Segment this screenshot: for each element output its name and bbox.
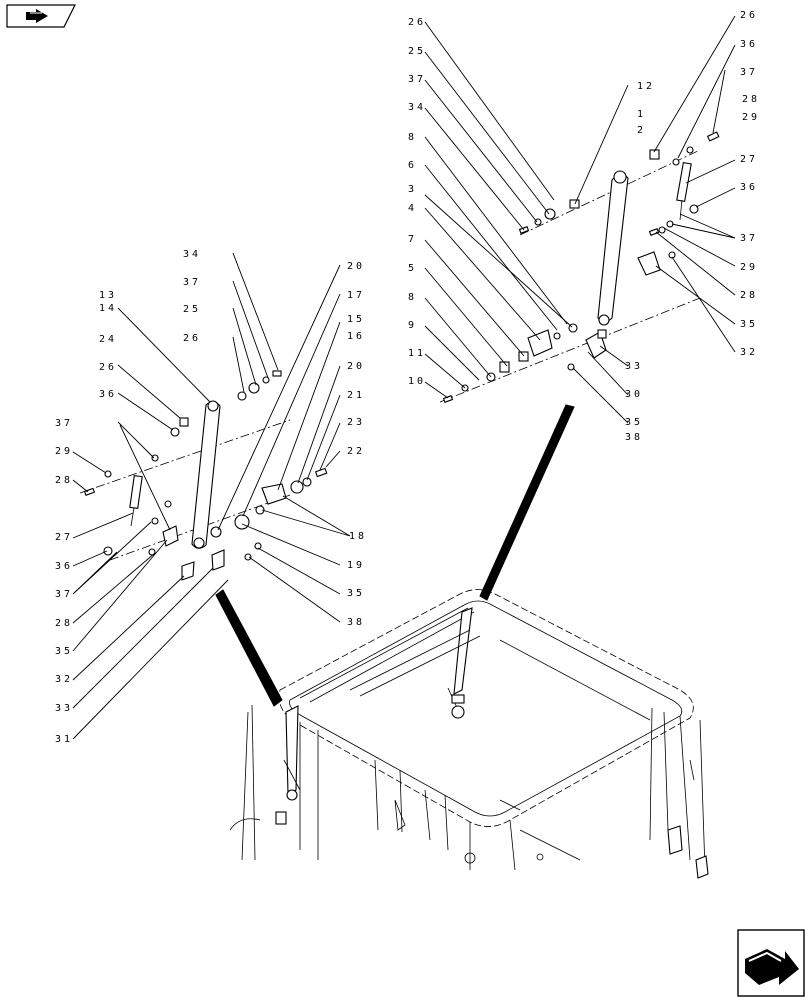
right-callout-6: 6 bbox=[408, 160, 417, 171]
left-callout-35: 35 bbox=[55, 646, 73, 657]
right-callout-25: 25 bbox=[408, 46, 426, 57]
left-callout-29: 29 bbox=[55, 446, 73, 457]
left-callout-32: 32 bbox=[55, 674, 73, 685]
left-callout-37: 37 bbox=[55, 418, 73, 429]
right-callout-29: 29 bbox=[740, 262, 758, 273]
left-callout-13: 13 bbox=[99, 290, 117, 301]
right-callout-10: 10 bbox=[408, 376, 426, 387]
right-callout-27: 27 bbox=[740, 154, 758, 165]
pointer-wedge-left bbox=[215, 589, 283, 707]
right-callout-38: 38 bbox=[625, 432, 643, 443]
left-callout-26: 26 bbox=[183, 333, 201, 344]
left-callout-22: 22 bbox=[347, 446, 365, 457]
right-callout-37: 37 bbox=[408, 74, 426, 85]
left-callout-labels: 34 37 25 26 13 14 24 26 36 37 29 28 27 36 37 28 35 32 33 31… bbox=[55, 249, 367, 745]
right-callout-26: 26 bbox=[740, 10, 758, 21]
left-callout-31: 31 bbox=[55, 734, 73, 745]
left-callout-20: 20 bbox=[347, 361, 365, 372]
right-callout-11: 11 bbox=[408, 348, 426, 359]
pointer-wedge-right bbox=[479, 404, 575, 601]
right-callout-29: 29 bbox=[742, 112, 760, 123]
left-callout-36: 36 bbox=[99, 389, 117, 400]
right-callout-28: 28 bbox=[740, 290, 758, 301]
right-callout-28: 28 bbox=[742, 94, 760, 105]
right-callout-8: 8 bbox=[408, 132, 417, 143]
right-callout-35: 35 bbox=[625, 417, 643, 428]
left-callout-20: 20 bbox=[347, 261, 365, 272]
left-callout-24: 24 bbox=[99, 334, 117, 345]
left-assembly bbox=[72, 252, 351, 740]
right-callout-30: 30 bbox=[625, 389, 643, 400]
left-callout-15: 15 bbox=[347, 314, 365, 325]
left-callout-25: 25 bbox=[183, 304, 201, 315]
right-callout-7: 7 bbox=[408, 234, 417, 245]
right-callout-9: 9 bbox=[408, 320, 417, 331]
right-callout-35: 35 bbox=[740, 319, 758, 330]
left-callout-38: 38 bbox=[347, 617, 365, 628]
left-callout-35: 35 bbox=[347, 588, 365, 599]
next-page-arrow-icon bbox=[737, 929, 805, 997]
left-callout-21: 21 bbox=[347, 390, 365, 401]
previous-page-button[interactable] bbox=[6, 4, 76, 28]
previous-page-arrow-icon bbox=[6, 4, 76, 28]
right-callout-37: 37 bbox=[740, 233, 758, 244]
right-callout-37: 37 bbox=[740, 67, 758, 78]
right-assembly bbox=[424, 15, 736, 424]
left-callout-37: 37 bbox=[55, 589, 73, 600]
right-callout-3: 3 bbox=[408, 184, 417, 195]
left-callout-34: 34 bbox=[183, 249, 201, 260]
left-callout-37: 37 bbox=[183, 277, 201, 288]
right-callout-33: 33 bbox=[625, 361, 643, 372]
left-callout-18: 18 bbox=[349, 531, 367, 542]
right-callout-1: 1 bbox=[637, 109, 646, 120]
left-callout-16: 16 bbox=[347, 331, 365, 342]
right-callout-4: 4 bbox=[408, 203, 417, 214]
left-callout-19: 19 bbox=[347, 560, 365, 571]
right-callout-8: 8 bbox=[408, 292, 417, 303]
right-callout-34: 34 bbox=[408, 102, 426, 113]
right-callout-26: 26 bbox=[408, 17, 426, 28]
right-callout-5: 5 bbox=[408, 263, 417, 274]
left-callout-14: 14 bbox=[99, 303, 117, 314]
cab-roof-outline bbox=[229, 589, 709, 879]
right-callout-labels: 2625373486347589111012122636372829273637… bbox=[408, 10, 760, 443]
left-callout-27: 27 bbox=[55, 532, 73, 543]
left-callout-33: 33 bbox=[55, 703, 73, 714]
left-callout-23: 23 bbox=[347, 417, 365, 428]
right-callout-2: 2 bbox=[637, 125, 646, 136]
left-callout-26: 26 bbox=[99, 362, 117, 373]
right-callout-36: 36 bbox=[740, 39, 758, 50]
left-callout-17: 17 bbox=[347, 290, 365, 301]
left-callout-28: 28 bbox=[55, 475, 73, 486]
next-page-button[interactable] bbox=[737, 929, 805, 997]
left-callout-28: 28 bbox=[55, 618, 73, 629]
right-callout-12: 12 bbox=[637, 81, 655, 92]
left-callout-36: 36 bbox=[55, 561, 73, 572]
right-callout-36: 36 bbox=[740, 182, 758, 193]
right-callout-32: 32 bbox=[740, 347, 758, 358]
